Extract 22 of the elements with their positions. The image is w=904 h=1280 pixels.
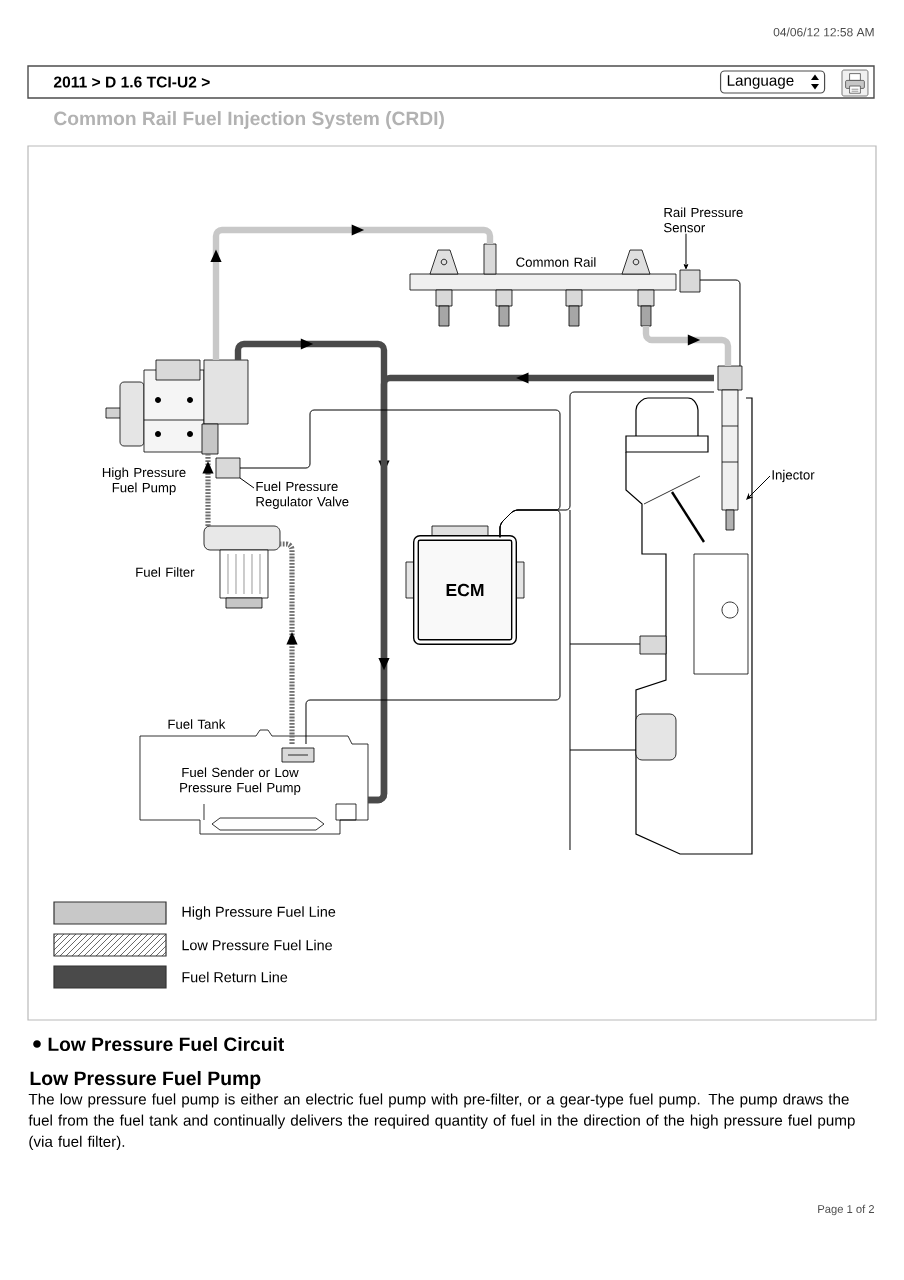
fuel-line [642,326,732,366]
sensor-box [679,269,701,293]
valve-box [215,457,241,479]
section-title: Common Rail Fuel Injection System (CRDI) [54,111,444,129]
subsection-heading: Low Pressure Fuel Pump [30,1070,261,1090]
sender-drawing [281,747,315,763]
fuel-line [280,541,298,744]
injector-drawing [717,365,743,531]
leader-line [239,477,255,489]
filter-drawing [203,525,281,609]
leader-line [683,233,689,270]
wire [699,279,741,367]
wire [305,509,561,745]
fuel-line [202,454,214,526]
wire [499,391,715,538]
pump-drawing [105,359,249,455]
leader-line [746,475,771,500]
tank-drawing [139,729,369,835]
control-unit-box: ECM [405,525,525,645]
fuel-line [234,340,390,804]
section-heading: Low Pressure Fuel Circuit [48,1036,284,1052]
fuel-line [212,224,494,360]
